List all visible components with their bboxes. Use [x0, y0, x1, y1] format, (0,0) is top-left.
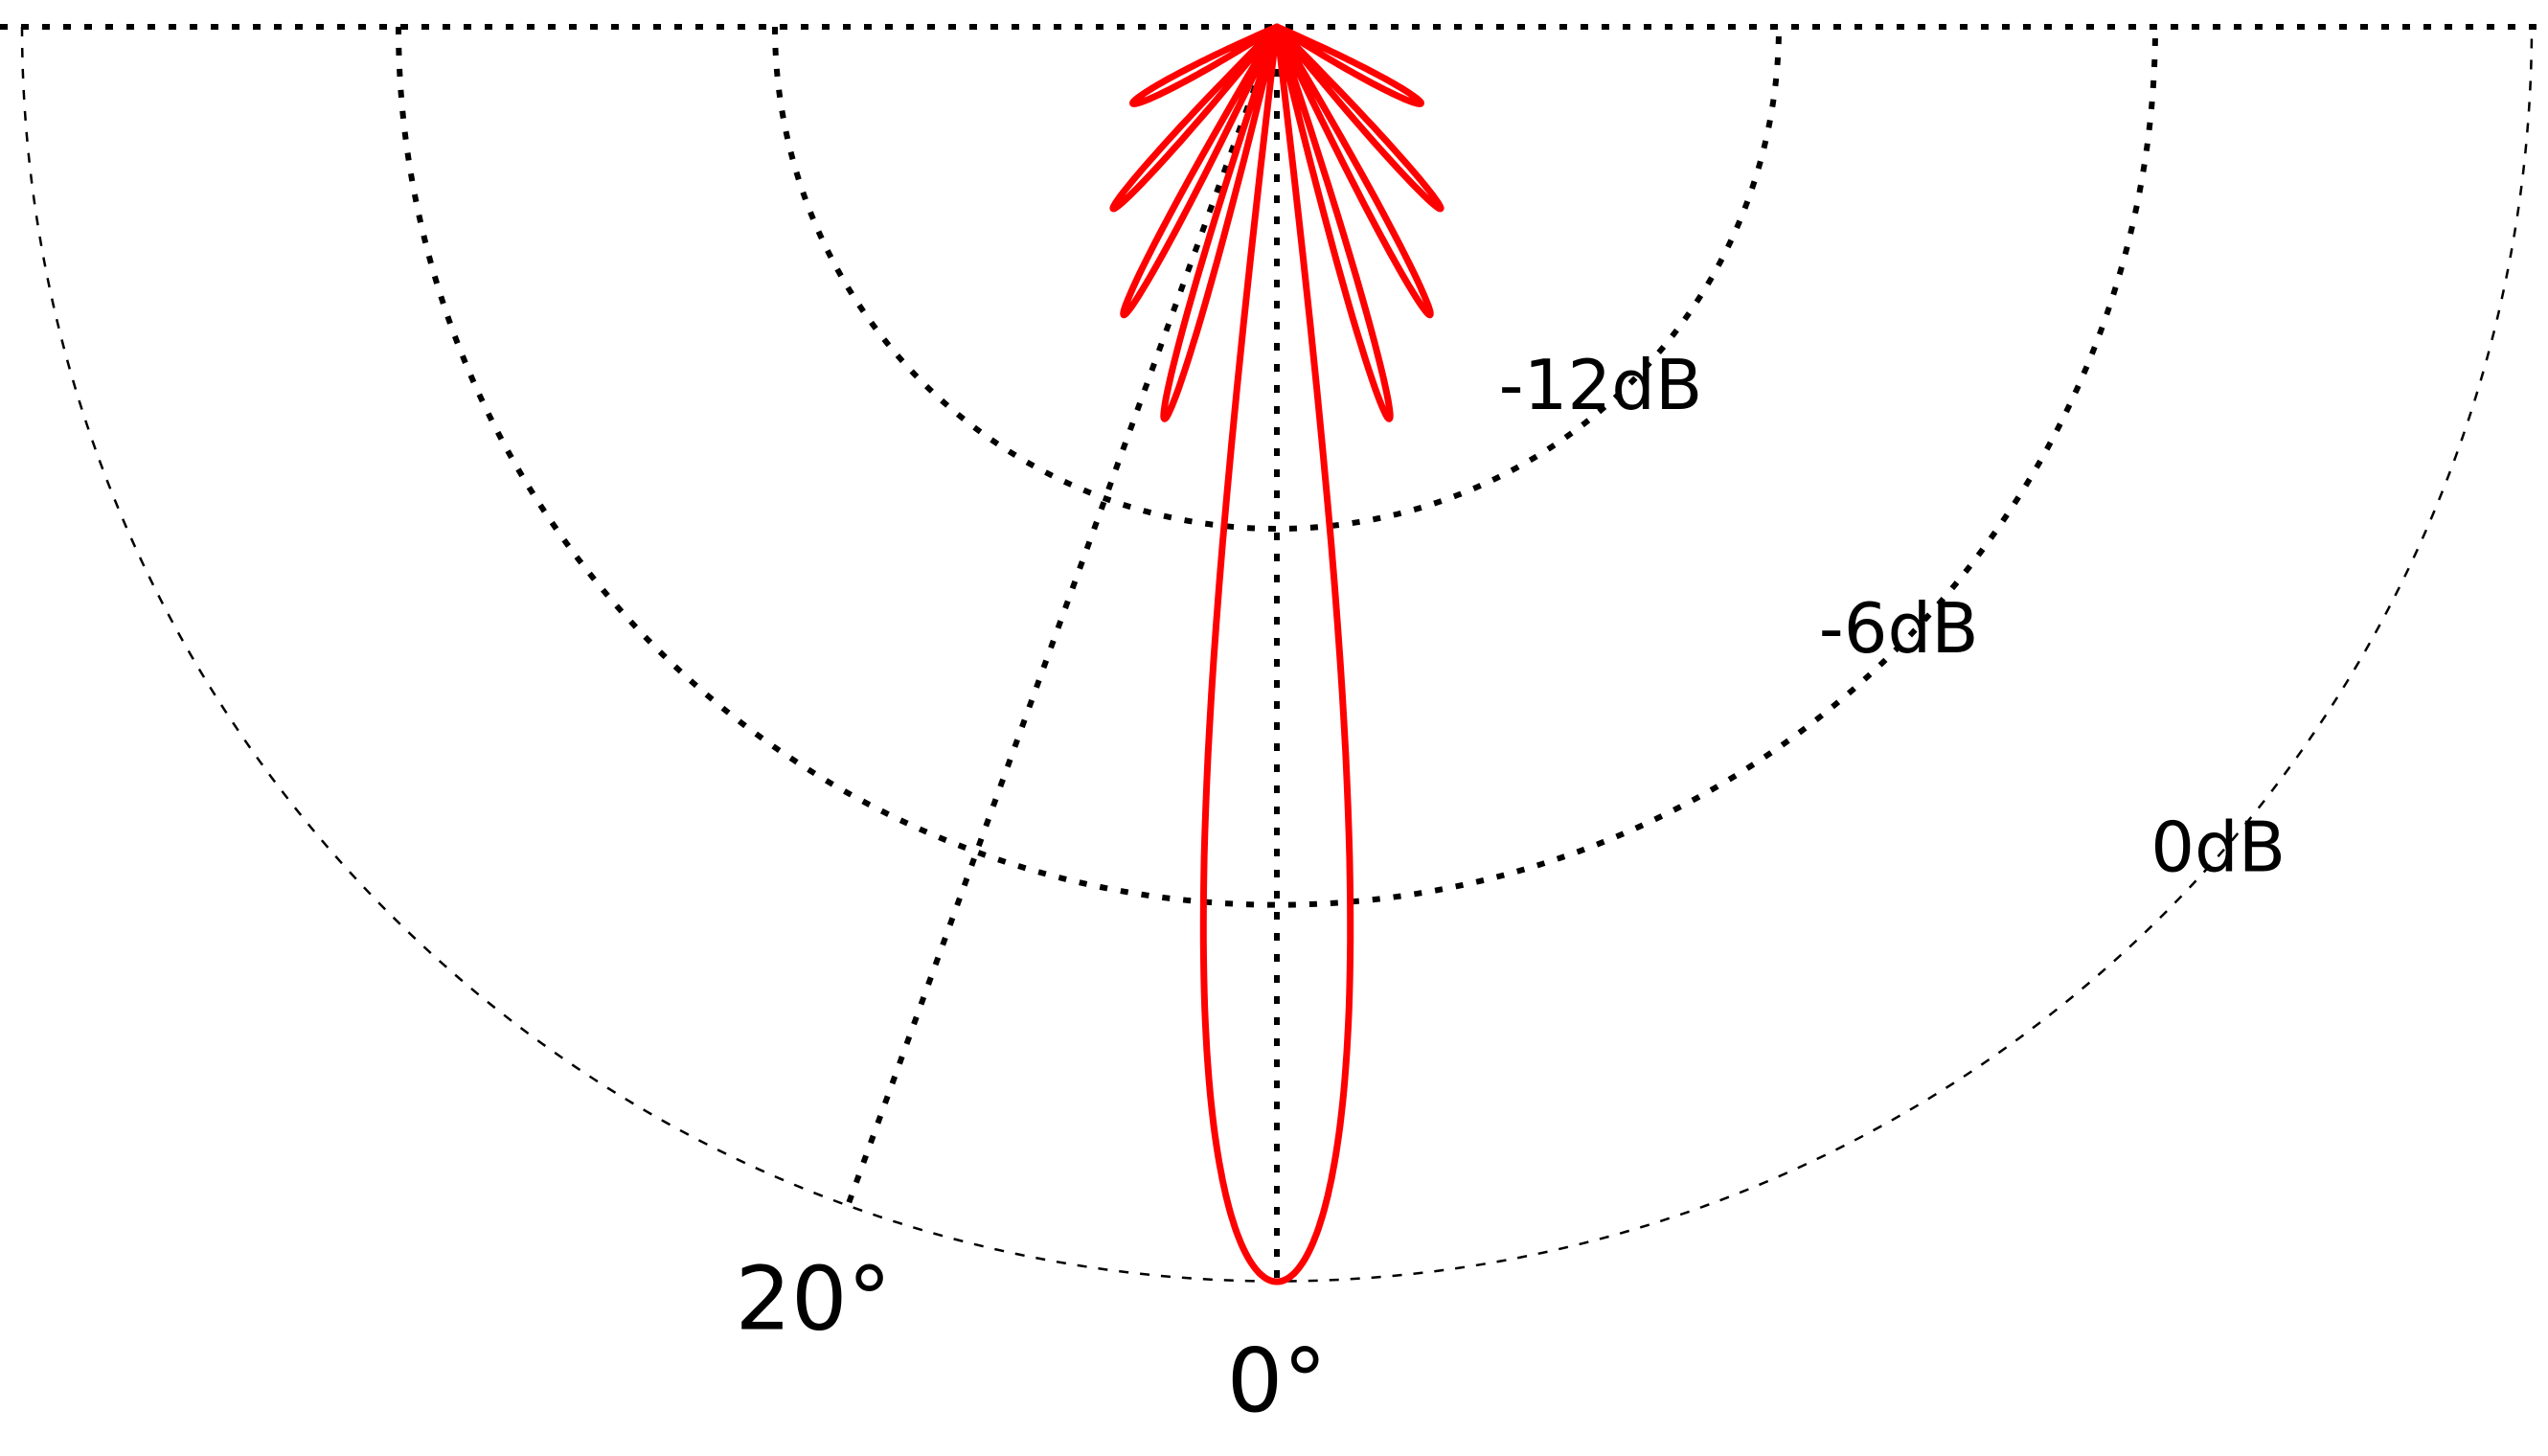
ring-6db — [396, 26, 2158, 908]
labels: 0dB -6dB -12dB 0° 20° — [736, 345, 2286, 1432]
grid — [0, 24, 2548, 1284]
ring-label: -12dB — [1499, 345, 1703, 425]
ring-0db — [20, 26, 2534, 1284]
angle-label: 0° — [1227, 1330, 1328, 1432]
angle-label: 20° — [736, 1248, 892, 1351]
spoke-20deg — [845, 25, 1280, 1208]
beam-pattern-series — [1109, 23, 1445, 1285]
ring-label: -6dB — [1819, 588, 1979, 669]
ring-label: 0dB — [2150, 807, 2286, 887]
